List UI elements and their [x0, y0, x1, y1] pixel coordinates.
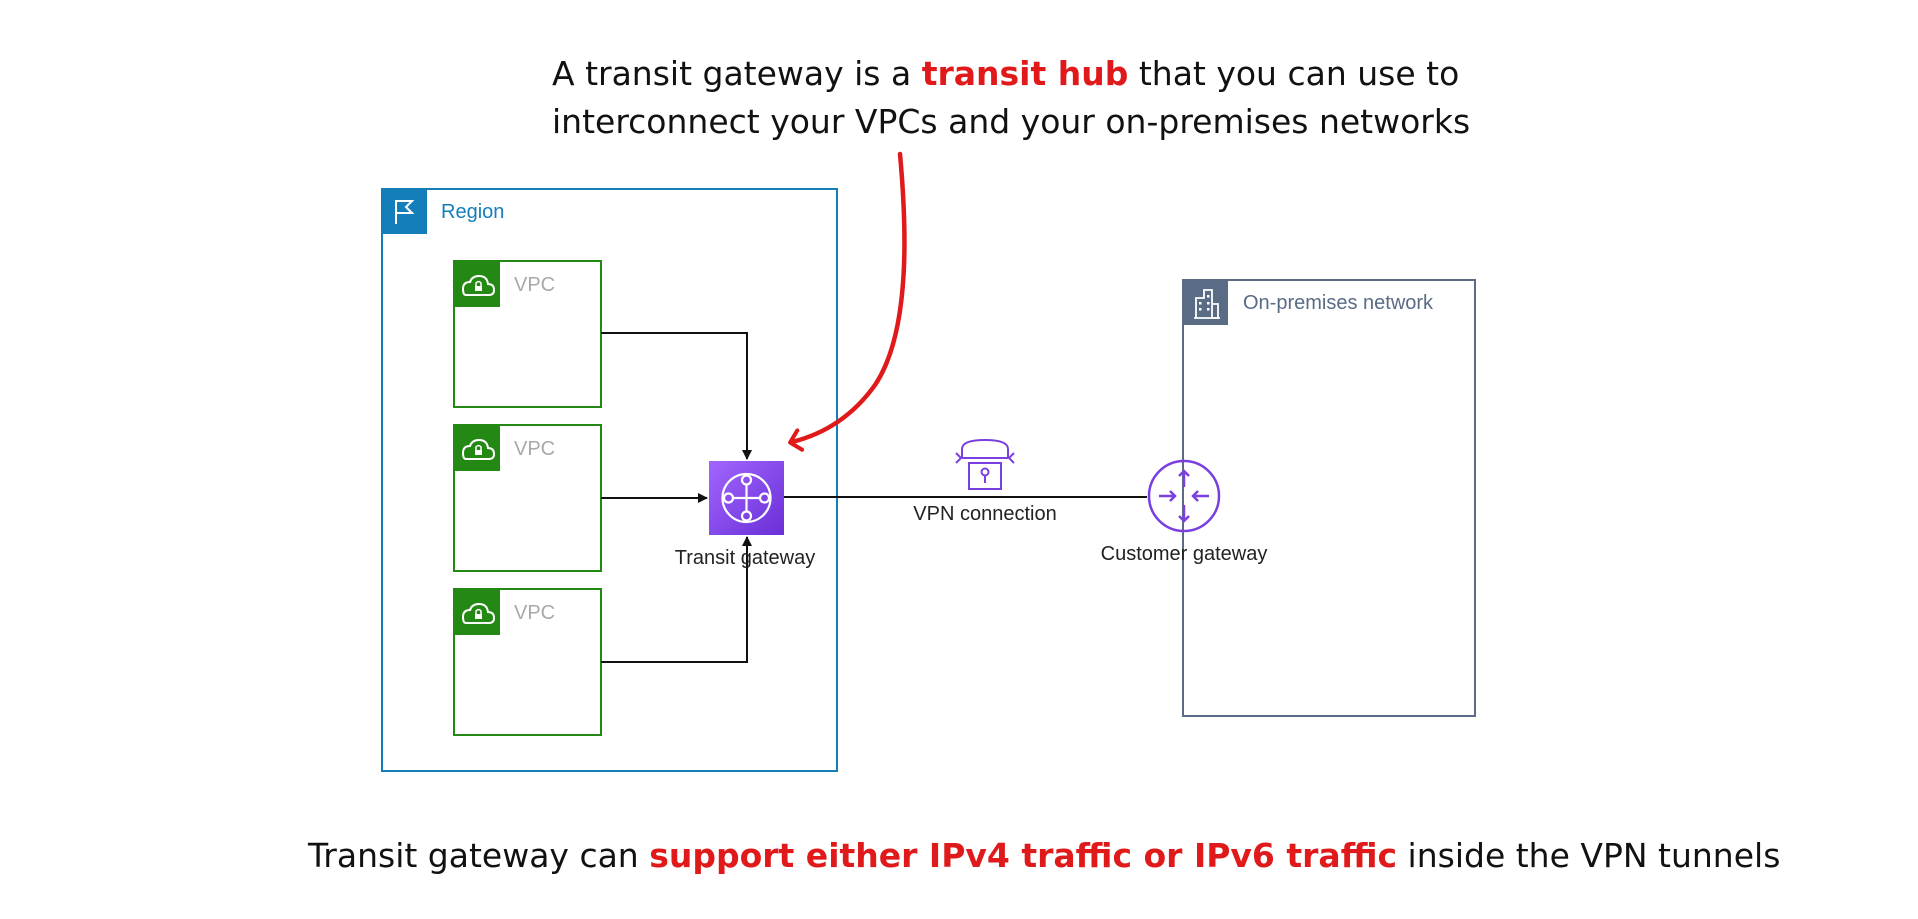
top-caption-highlight: transit hub: [921, 54, 1129, 93]
bottom-caption: Transit gateway can support either IPv4 …: [308, 832, 1808, 880]
on-premises-label: On-premises network: [1243, 292, 1434, 314]
region-label: Region: [441, 201, 504, 223]
transit-gateway-icon: [721, 472, 772, 524]
bottom-caption-text-end: inside the VPN tunnels: [1397, 836, 1781, 875]
vpc-box: VPC: [453, 588, 602, 736]
vpc-label: VPC: [514, 274, 555, 296]
bottom-caption-highlight: support either IPv4 traffic or IPv6 traf…: [649, 836, 1398, 875]
transit-gateway: Transit gateway: [675, 461, 815, 569]
bottom-caption-text: Transit gateway can: [308, 836, 650, 875]
region-flag-icon: [382, 189, 427, 234]
building-icon: [1183, 280, 1228, 325]
customer-gateway-icon: [1147, 459, 1221, 533]
vpc-box: VPC: [453, 424, 602, 572]
vpc-box: VPC: [453, 260, 602, 408]
customer-gateway-label: Customer gateway: [1101, 543, 1268, 565]
transit-gateway-label: Transit gateway: [675, 547, 815, 569]
on-premises-network: On-premises network: [1182, 279, 1476, 717]
red-annotation-arrow: [788, 151, 907, 452]
top-caption-text: A transit gateway is a: [552, 54, 922, 93]
vpc3-connector: [601, 536, 752, 663]
customer-gateway: Customer gateway: [1101, 459, 1268, 565]
vpc-cloud-lock-icon: [454, 589, 500, 635]
vpn-connection-label: VPN connection: [913, 503, 1056, 525]
vpc1-connector: [601, 332, 752, 460]
vpc-cloud-lock-icon: [454, 261, 500, 307]
top-caption: A transit gateway is a transit hub that …: [552, 50, 1552, 146]
vpc-label: VPC: [514, 438, 555, 460]
vpn-lock-icon: [955, 438, 1015, 490]
top-caption-line2: interconnect your VPCs and your on-premi…: [552, 102, 1471, 141]
vpc-cloud-lock-icon: [454, 425, 500, 471]
vpc-label: VPC: [514, 602, 555, 624]
top-caption-line1: A transit gateway is a transit hub that …: [552, 50, 1552, 98]
region-group: Region: [381, 188, 838, 772]
vpc-connectors: [601, 332, 752, 663]
top-caption-text-end: that you can use to: [1128, 54, 1460, 93]
